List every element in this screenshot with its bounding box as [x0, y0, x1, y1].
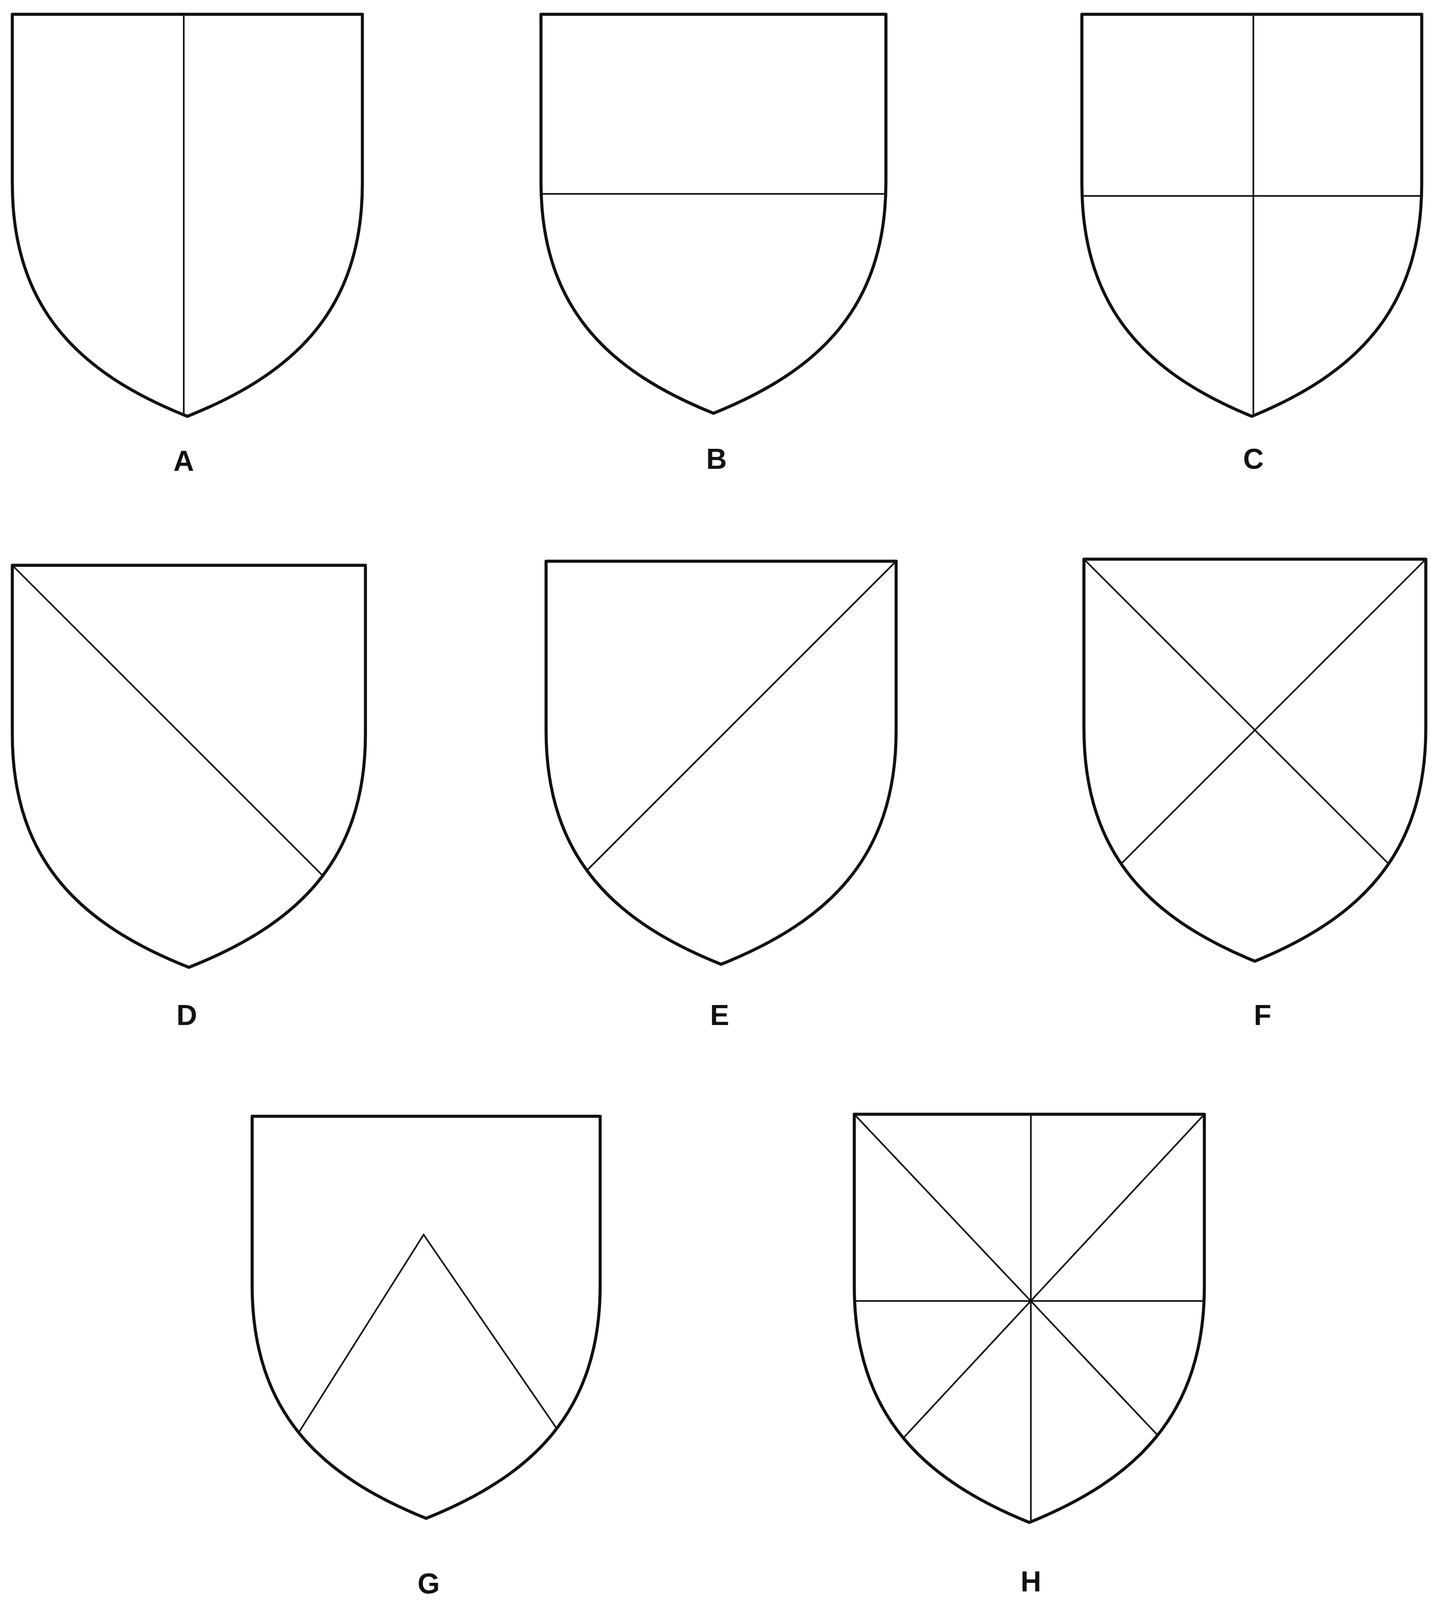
shield-letter: H — [1020, 1567, 1042, 1597]
shield-outline — [540, 14, 886, 414]
shield — [224, 1116, 623, 1551]
shield — [785, 1102, 1276, 1565]
shield — [12, 0, 363, 439]
shield — [12, 565, 429, 982]
shield-letter: C — [1242, 444, 1264, 474]
shield-letter: D — [176, 1001, 198, 1030]
shield-outline — [546, 561, 897, 965]
shield — [510, 14, 919, 414]
shield-letter: G — [417, 1569, 440, 1599]
partition-line — [224, 1234, 623, 1551]
partition-line — [12, 565, 429, 982]
shield — [479, 561, 897, 978]
shield-letter: F — [1253, 1001, 1272, 1030]
partition-line — [854, 1114, 1276, 1561]
shield — [1061, 0, 1432, 439]
shield-outline — [12, 14, 363, 417]
partition-line — [1084, 559, 1432, 966]
partition-line — [182, 0, 185, 439]
shield-outline — [1081, 14, 1422, 417]
partition-line — [785, 1114, 1205, 1565]
shield-outline — [1084, 559, 1426, 962]
partition-line — [1061, 195, 1432, 197]
partition-line — [1252, 0, 1255, 439]
shield-outline — [854, 1114, 1205, 1523]
shield-outline — [252, 1116, 601, 1519]
shield-outline — [12, 565, 366, 968]
partition-line — [1030, 1102, 1032, 1542]
shield — [1020, 559, 1432, 966]
partition-line — [510, 193, 919, 195]
partition-line — [479, 561, 897, 978]
shield-letter: E — [709, 1001, 730, 1030]
shield-letter: B — [706, 444, 728, 474]
partition-line — [1020, 559, 1426, 965]
shield-letter: A — [173, 446, 195, 476]
